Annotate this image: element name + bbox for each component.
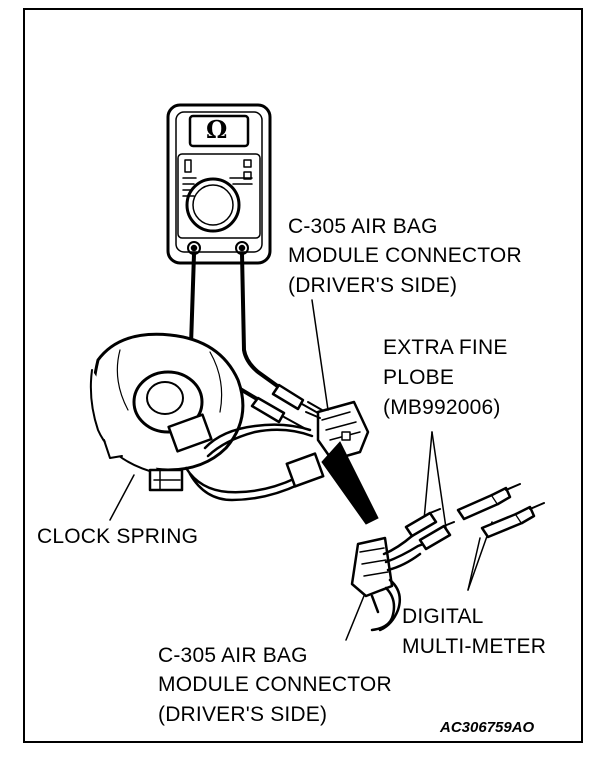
multimeter-probe-tips bbox=[456, 483, 545, 539]
label-probe-line2: PLOBE bbox=[383, 366, 455, 389]
ohm-display-symbol: Ω bbox=[206, 115, 228, 144]
clock-spring-harness bbox=[184, 423, 314, 502]
label-digital-meter-line2: MULTI-METER bbox=[402, 635, 547, 658]
bottom-connector bbox=[350, 536, 394, 614]
label-connector-top-line1: C-305 AIR BAG bbox=[288, 215, 438, 238]
connector-pointer-wedge bbox=[321, 441, 379, 525]
clock-spring-illustration bbox=[89, 332, 245, 492]
label-connector-top-line3: (DRIVER'S SIDE) bbox=[288, 274, 458, 297]
label-digital-meter-line1: DIGITAL bbox=[402, 605, 484, 628]
lead-probes bbox=[250, 383, 319, 429]
label-clock-spring: CLOCK SPRING bbox=[37, 525, 199, 548]
figure-frame bbox=[23, 8, 583, 743]
harness-connector bbox=[285, 452, 325, 488]
figure-code: AC306759AO bbox=[440, 719, 535, 736]
top-connector bbox=[316, 400, 370, 462]
label-connector-top-line2: MODULE CONNECTOR bbox=[288, 244, 522, 267]
label-probe-line3: (MB992006) bbox=[383, 396, 501, 419]
label-connector-bottom-line1: C-305 AIR BAG bbox=[158, 644, 308, 667]
multimeter-illustration bbox=[166, 103, 272, 265]
fine-probe-pins bbox=[404, 508, 455, 551]
label-connector-bottom-line2: MODULE CONNECTOR bbox=[158, 673, 392, 696]
label-probe-line1: EXTRA FINE bbox=[383, 336, 508, 359]
label-connector-bottom-line3: (DRIVER'S SIDE) bbox=[158, 703, 328, 726]
